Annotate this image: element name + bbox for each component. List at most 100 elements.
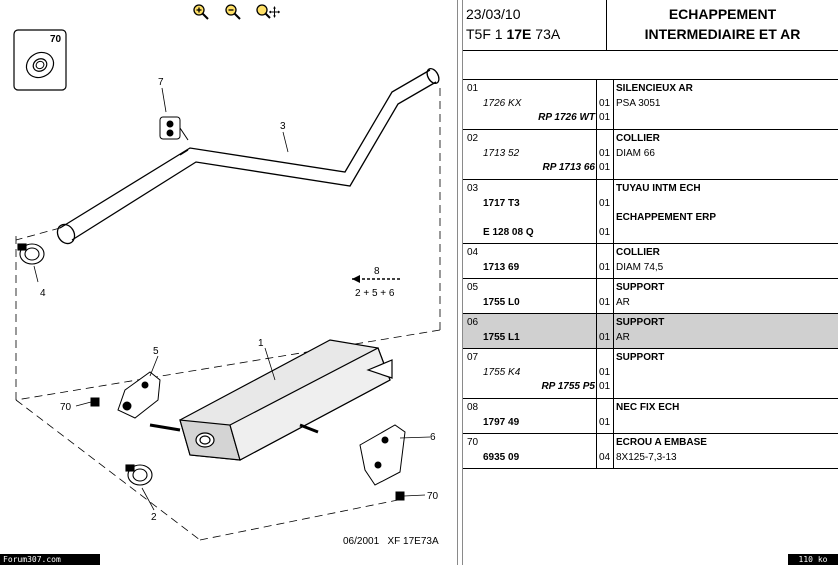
guide-lines [15,88,441,541]
label-2: 2 [151,512,157,523]
desc-cell: TUYAU INTM ECH ECHAPPEMENT ERP [614,180,838,243]
part-description: SUPPORT [616,317,665,328]
part-description: SILENCIEUX AR [616,83,693,94]
label-1: 1 [258,338,264,349]
header-date: 23/03/10 [466,6,521,22]
rear-silencer [149,339,393,461]
title-line-2: INTERMEDIAIRE ET AR [644,26,801,42]
table-row[interactable]: 03 1717 T3 E 128 08 Q 01 01 TUYAU INTM ECH ECH… [463,180,838,244]
zoom-pan-icon [256,4,280,19]
qty-cell: 01 [597,399,614,433]
intermediate-pipe [56,67,440,245]
part-reference[interactable]: RP 1726 WT [538,112,595,123]
part-reference[interactable]: 1713 69 [483,261,520,273]
part-reference[interactable]: RP 1755 P5 [541,381,595,392]
desc-cell: NEC FIX ECH [614,399,838,433]
part-reference[interactable]: 1797 49 [483,416,520,428]
qty-cell: 04 [597,434,614,468]
part-description: SUPPORT [616,282,665,293]
label-2-5-6: 2 + 5 + 6 [355,288,395,299]
part-quantity: 01 [599,112,611,123]
label-70-left: 70 [60,402,72,413]
desc-cell: SUPPORT AR [614,279,838,313]
row-number: 01 [467,83,479,94]
label-70-right: 70 [427,491,439,502]
part-quantity: 01 [599,296,611,308]
label-70-inset: 70 [50,34,62,45]
part-quantity: 01 [599,197,611,209]
blank-row [463,51,838,80]
part-description: NEC FIX ECH [616,402,680,413]
part-description: 8X125-7,3-13 [616,451,677,463]
part-reference[interactable]: 1755 L1 [483,331,520,343]
support-5 [90,371,161,419]
part-reference[interactable]: 1713 52 [483,147,520,159]
zoom-in-icon [193,4,209,20]
part-reference[interactable]: 6935 09 [483,451,520,463]
desc-cell: SUPPORT AR [614,314,838,348]
part-reference[interactable]: 1755 L0 [483,296,520,308]
qty-cell: 01 [597,279,614,313]
table-row[interactable]: 05 1755 L0 01 SUPPORT AR [463,279,838,314]
support-6 [359,424,406,501]
panel-splitter[interactable] [457,0,463,565]
part-description: AR [616,296,630,308]
zoom-toolbar [190,3,282,21]
clamp-4 [17,243,45,265]
qty-cell: 01 [597,314,614,348]
part-description: DIAM 66 [616,147,655,159]
part-reference[interactable]: E 128 08 Q [483,226,534,238]
part-reference[interactable]: RP 1713 66 [542,162,595,173]
desc-cell: SUPPORT [614,349,838,398]
part-description: ECHAPPEMENT ERP [616,212,717,223]
row-number: 05 [467,282,479,293]
code-suffix: 73A [535,26,561,42]
row-number: 03 [467,183,479,194]
exhaust-diagram: 70 7 3 4 8 2 + 5 + 6 5 1 70 2 6 70 06/20… [13,29,441,547]
part-reference[interactable]: 1726 KX [483,97,522,109]
header-meta: 23/03/10 T5F 1 17E 73A [463,0,607,50]
part-quantity: 04 [599,451,611,463]
part-reference[interactable]: 1755 K4 [483,366,521,378]
part-reference[interactable]: 1717 T3 [483,197,520,209]
title-line-1: ECHAPPEMENT [668,6,777,22]
part-description: ECROU A EMBASE [616,437,707,448]
part-description: AR [616,331,630,343]
qty-cell: 01 01 [597,180,614,243]
label-3: 3 [280,121,286,132]
label-7: 7 [158,77,164,88]
part-quantity: 01 [599,416,611,428]
support-7 [159,116,189,141]
label-6: 6 [430,432,436,443]
zoom-out-button[interactable] [222,3,244,21]
zoom-pan-button[interactable] [254,3,282,21]
ref-cell: 03 1717 T3 E 128 08 Q [463,180,597,243]
ref-cell: 01 1726 KX RP 1726 WT [463,80,597,129]
part-quantity: 01 [599,381,611,392]
part-description: TUYAU INTM ECH [616,183,701,194]
zoom-in-button[interactable] [190,3,212,21]
clamp-2 [125,464,153,486]
part-quantity: 01 [599,226,611,238]
part-description: COLLIER [616,247,660,258]
kit-8-arrow [352,275,402,283]
part-description: SUPPORT [616,352,665,363]
ref-cell: 05 1755 L0 [463,279,597,313]
desc-cell: ECROU A EMBASE 8X125-7,3-13 [614,434,838,468]
label-8: 8 [374,266,380,277]
part-labels: 70 7 3 4 8 2 + 5 + 6 5 1 70 2 6 70 06/20… [40,34,439,547]
